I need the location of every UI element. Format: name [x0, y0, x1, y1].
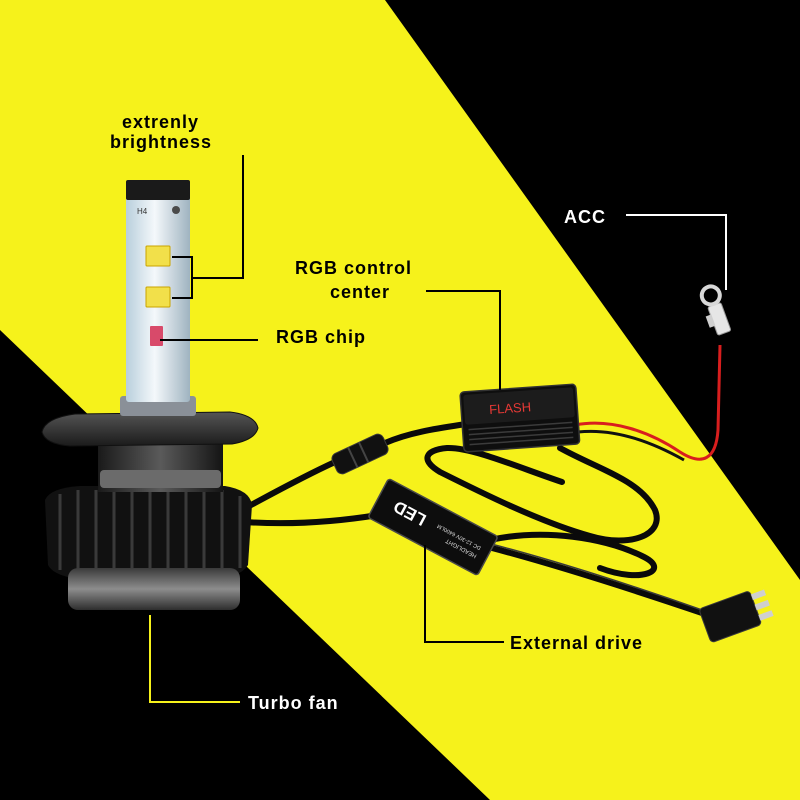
inline-connector-ridge — [347, 446, 359, 468]
heatsink-fins — [58, 490, 242, 576]
rib — [468, 421, 573, 431]
led-chip-upper — [145, 245, 171, 267]
cable-loop-2 — [487, 531, 658, 579]
bulb-collar — [100, 470, 221, 488]
plug-pin — [758, 610, 774, 621]
control-box-label: FLASH — [489, 399, 532, 417]
stick-notch — [172, 206, 180, 214]
cables — [235, 344, 722, 617]
plug-body — [699, 591, 762, 643]
background-black-top-right — [385, 0, 800, 580]
brightness-callout-line — [192, 155, 244, 279]
rgb-chip-label: RGB chip — [276, 327, 366, 347]
brightness-label-line2: brightness — [110, 132, 212, 152]
control-box-top — [463, 387, 575, 425]
inline-connector-body — [331, 433, 389, 475]
acc-terminal-tab — [705, 314, 716, 328]
acc-callout-line — [626, 214, 727, 290]
inline-connector — [331, 433, 389, 475]
rgb-control-box: FLASH — [459, 383, 581, 453]
fan-bottom-ring — [68, 568, 240, 610]
bulb-model-mark: H4 — [137, 207, 148, 216]
plug-pin — [754, 599, 770, 611]
rgb-control-label-line1: RGB control — [295, 258, 412, 278]
rib — [469, 436, 574, 446]
turbo-fan-callout-line — [149, 615, 240, 703]
led-bulb: H4 — [41, 180, 259, 610]
rgb-control-label-line2: center — [330, 282, 390, 302]
rgb-control-callout-line — [426, 290, 501, 390]
external-drive-callout-line — [424, 545, 504, 643]
inline-connector-ridge — [358, 441, 370, 463]
cable-driver-to-plug — [489, 545, 708, 617]
cable-loop-1 — [424, 444, 660, 544]
turbo-fan-label: Turbo fan — [248, 693, 339, 713]
control-box-ribs — [468, 421, 574, 446]
rib — [468, 426, 573, 436]
acc-terminal — [699, 284, 731, 336]
led-chip-lower — [145, 286, 171, 308]
acc-wire-black — [577, 429, 685, 462]
brightness-label-line1: extrenly — [122, 112, 199, 132]
cable-highlight — [494, 544, 703, 611]
external-driver-box: LED HEADLIGHT DC 12-30V 6400LM — [368, 478, 498, 576]
cable-bulb-to-driver — [242, 512, 381, 527]
bulb-flange — [41, 411, 259, 447]
brightness-bracket — [172, 256, 193, 299]
h4-plug — [699, 589, 774, 643]
stick-cap — [126, 180, 190, 200]
acc-label: ACC — [564, 207, 606, 227]
plug-pin — [750, 589, 767, 600]
rgb-chip — [150, 326, 163, 346]
driver-body — [368, 478, 498, 576]
external-drive-label: External drive — [510, 633, 643, 653]
rib — [469, 431, 574, 441]
cable-connector-to-controller — [382, 421, 469, 446]
acc-wire — [574, 344, 722, 461]
acc-terminal-ring — [699, 284, 722, 307]
callout-lines — [149, 155, 727, 703]
